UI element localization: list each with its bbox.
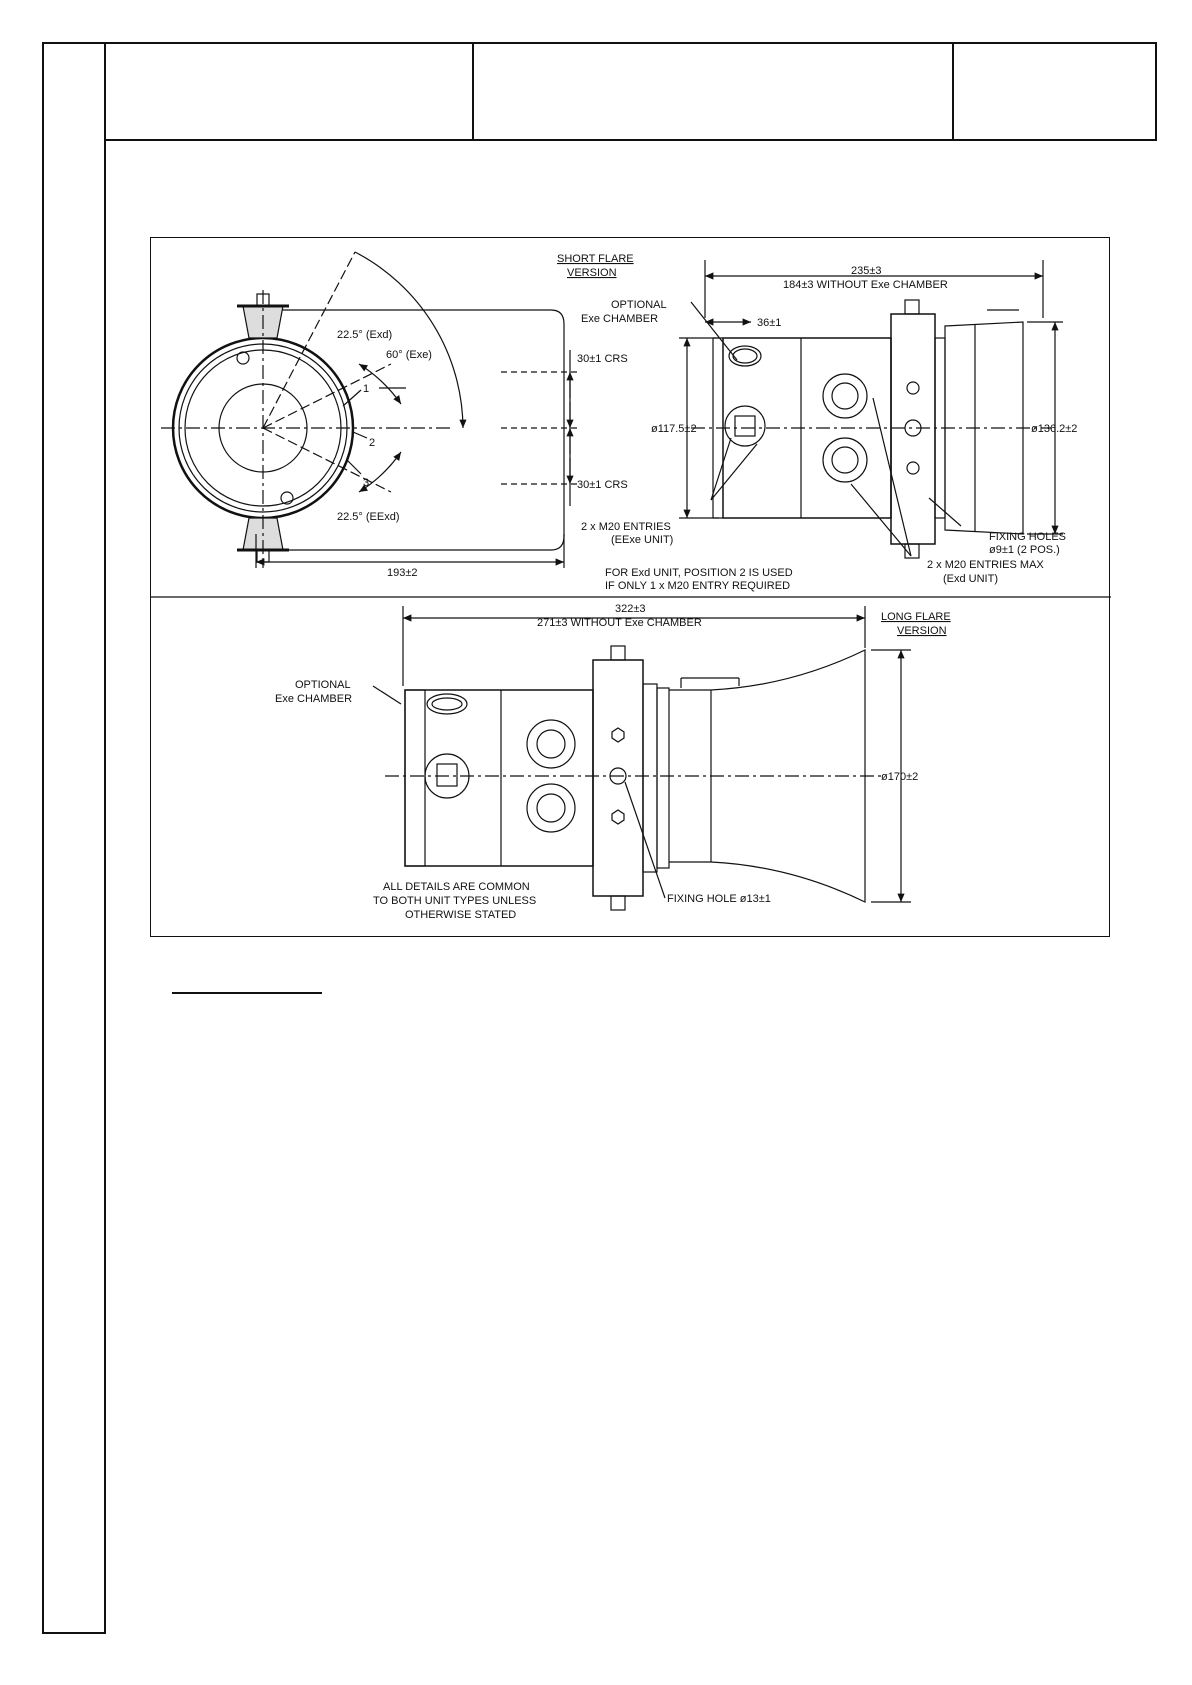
- long-flare-version-label: LONG FLARE: [881, 611, 951, 623]
- optional-chamber-label: Exe CHAMBER: [581, 313, 658, 325]
- width-193-label: 193±2: [387, 567, 418, 579]
- short-flare-version-label: SHORT FLARE: [557, 253, 634, 265]
- short-flare-version-label: VERSION: [567, 267, 617, 279]
- position-3-label: 3: [363, 477, 369, 489]
- optional-chamber-label: OPTIONAL: [611, 299, 667, 311]
- section-heading-underline: [172, 992, 322, 994]
- angle-eexd-label: 22.5° (EExd): [337, 511, 399, 523]
- fixing-hole-label: FIXING HOLE ø13±1: [667, 893, 771, 905]
- crs-top-label: 30±1 CRS: [577, 353, 628, 365]
- title-block: [106, 42, 1157, 141]
- technical-drawing: 22.5° (Exd) 60° (Exe) 22.5° (EExd) 1 2 3…: [151, 251, 1111, 921]
- long-flare-side-view: [372, 606, 911, 911]
- angle-exe-label: 60° (Exe): [386, 349, 432, 361]
- dia-170-label: ø170±2: [881, 771, 918, 783]
- title-block-divider: [952, 42, 954, 141]
- dim-184-label: 184±3 WITHOUT Exe CHAMBER: [783, 279, 948, 291]
- position-2-label: 2: [369, 437, 375, 449]
- common-note: OTHERWISE STATED: [405, 909, 516, 921]
- fixing-holes-label: ø9±1 (2 POS.): [989, 544, 1060, 556]
- dia-136-label: ø136.2±2: [1031, 423, 1077, 435]
- front-view: [161, 251, 581, 568]
- title-block-cell-2: [474, 42, 952, 141]
- m20-eexe-label: 2 x M20 ENTRIES: [581, 521, 671, 533]
- note-exd: FOR Exd UNIT, POSITION 2 IS USED: [605, 567, 793, 579]
- note-exd: IF ONLY 1 x M20 ENTRY REQUIRED: [605, 580, 790, 592]
- position-1-label: 1: [363, 383, 369, 395]
- long-optional-chamber-label: OPTIONAL: [295, 679, 351, 691]
- angle-exd-label: 22.5° (Exd): [337, 329, 392, 341]
- title-block-cell-1: [106, 42, 472, 141]
- dim-322-label: 322±3: [615, 603, 646, 615]
- common-note: ALL DETAILS ARE COMMON: [383, 881, 530, 893]
- long-flare-version-label: VERSION: [897, 625, 947, 637]
- sheet-margin-strip: [42, 42, 106, 1634]
- title-block-cell-3: [954, 42, 1157, 141]
- dim-36-label: 36±1: [757, 317, 781, 329]
- dim-235-label: 235±3: [851, 265, 882, 277]
- m20-eexe-label: (EExe UNIT): [611, 534, 673, 546]
- m20-exd-label: (Exd UNIT): [943, 573, 998, 585]
- fixing-holes-label: FIXING HOLES: [989, 531, 1066, 543]
- dia-117-label: ø117.5±2: [651, 423, 697, 435]
- common-note: TO BOTH UNIT TYPES UNLESS: [373, 895, 536, 907]
- dim-271-label: 271±3 WITHOUT Exe CHAMBER: [537, 617, 702, 629]
- long-optional-chamber-label: Exe CHAMBER: [275, 693, 352, 705]
- m20-exd-label: 2 x M20 ENTRIES MAX: [927, 559, 1044, 571]
- technical-drawing-frame: 22.5° (Exd) 60° (Exe) 22.5° (EExd) 1 2 3…: [150, 237, 1111, 937]
- short-flare-side-view: [679, 260, 1063, 559]
- title-block-divider: [472, 42, 474, 141]
- crs-bottom-label: 30±1 CRS: [577, 479, 628, 491]
- sheet-bottom-rule: [42, 1632, 106, 1634]
